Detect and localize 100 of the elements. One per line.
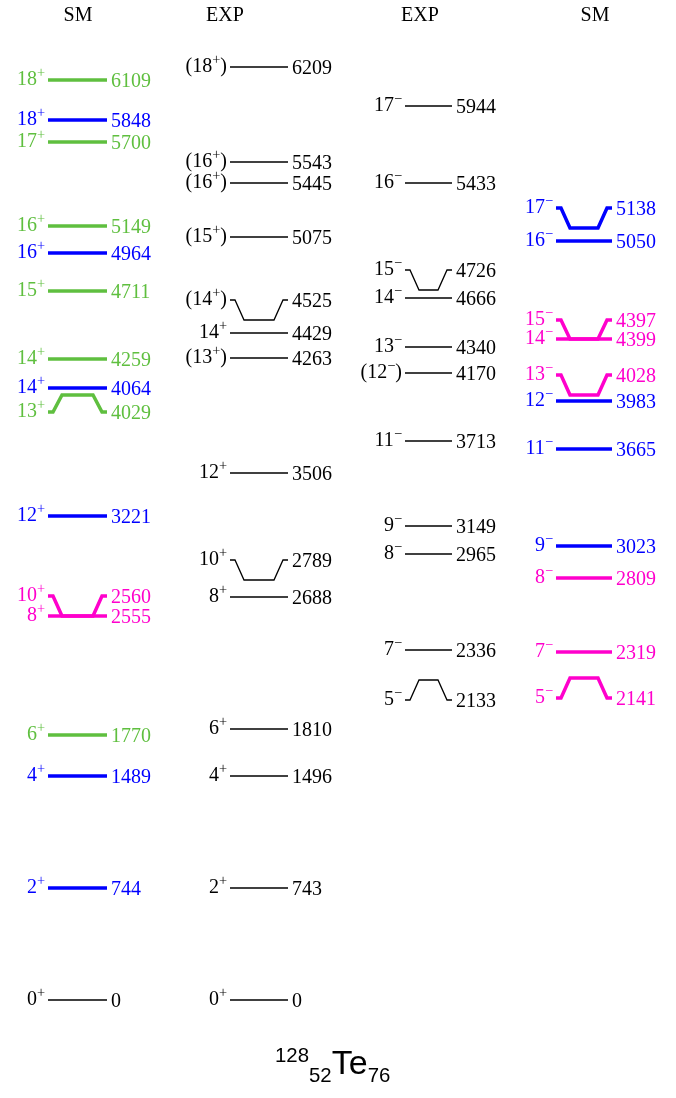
column-header: EXP [206,2,244,26]
spin-parity-label: 18$^{+}$ [16,66,45,90]
spin-parity-label: 15$^{−}$ [373,256,402,280]
spin-parity-label: 13$^{−}$ [524,361,553,385]
energy-label: 5944 [456,94,496,118]
spin-parity-label: 14$^{+}$ [16,345,45,369]
spin-parity-label: 10$^{+}$ [198,546,227,570]
energy-label: 4525 [292,288,332,312]
spin-parity-label: 2$^{+}$ [26,874,45,898]
spin-parity-label: 5$^{−}$ [383,686,402,710]
energy-label: 6109 [111,68,151,92]
spin-parity-label: 8$^{−}$ [383,540,402,564]
energy-label: 1810 [292,717,332,741]
spin-parity-label: 11$^{−}$ [374,427,402,451]
energy-label: 4028 [616,363,656,387]
spin-parity-label: 12$^{+}$ [198,459,227,483]
spin-parity-label: 8$^{−}$ [534,564,553,588]
column-header: EXP [401,2,439,26]
energy-label: 5700 [111,130,151,154]
spin-parity-label: 12$^{−}$ [524,387,553,411]
energy-label: 4711 [111,279,151,303]
energy-label: 3983 [616,389,656,413]
energy-label: 1489 [111,764,151,788]
energy-label: 4429 [292,321,332,345]
energy-label: 4726 [456,258,496,282]
energy-label: 3665 [616,437,656,461]
energy-label: 4964 [111,241,151,265]
energy-label: 1496 [292,764,332,788]
energy-label: 743 [292,876,322,900]
spin-parity-label: 16$^{+}$ [16,239,45,263]
spin-parity-label: 9$^{−}$ [534,532,553,556]
spin-parity-label: 2$^{+}$ [208,874,227,898]
energy-label: 4666 [456,286,496,310]
spin-parity-label: 18$^{+}$ [16,106,45,130]
energy-label: 4259 [111,347,151,371]
spin-parity-label: 7$^{−}$ [534,638,553,662]
spin-parity-label: (14$^{+}$) [185,286,227,310]
spin-parity-label: 8$^{+}$ [208,583,227,607]
spin-parity-label: 0$^{+}$ [208,986,227,1010]
spin-parity-label: 6$^{+}$ [208,715,227,739]
spin-parity-label: 17$^{+}$ [16,128,45,152]
spin-parity-label: 14$^{−}$ [373,284,402,308]
spin-parity-label: 17$^{−}$ [373,92,402,116]
energy-label: 4029 [111,400,151,424]
spin-parity-label: 13$^{+}$ [16,398,45,422]
spin-parity-label: 16$^{−}$ [524,227,553,251]
spin-parity-label: 10$^{+}$ [16,582,45,605]
spin-parity-label: (18$^{+}$) [185,53,227,77]
column-header: SM [580,2,610,26]
energy-label: 4170 [456,361,496,385]
spin-parity-label: 8$^{+}$ [26,602,45,626]
energy-label: 2319 [616,640,656,664]
energy-label: 3023 [616,534,656,558]
energy-label: 3221 [111,504,151,528]
spin-parity-label: 16$^{+}$ [16,212,45,236]
spin-parity-label: 0$^{+}$ [26,986,45,1010]
spin-parity-label: 12$^{+}$ [16,502,45,526]
energy-label: 3713 [456,429,496,453]
energy-label: 2336 [456,638,496,662]
spin-parity-label: 14$^{+}$ [198,319,227,343]
spin-parity-label: (13$^{+}$) [185,344,227,368]
energy-label: 2688 [292,585,332,609]
spin-parity-label: 15$^{+}$ [16,277,45,301]
spin-parity-label: 11$^{−}$ [525,435,553,459]
spin-parity-label: 16$^{−}$ [373,169,402,193]
spin-parity-label: (15$^{+}$) [185,223,227,247]
energy-label: 5138 [616,196,656,220]
energy-label: 2809 [616,566,656,590]
spin-parity-label: 7$^{−}$ [383,636,402,660]
column-header: SM [63,2,93,26]
energy-label: 5050 [616,229,656,253]
spin-parity-label: 4$^{+}$ [26,762,45,786]
spin-parity-label: 13$^{−}$ [373,333,402,357]
energy-label: 6209 [292,55,332,79]
energy-label: 0 [292,988,302,1012]
energy-label: 2141 [616,686,656,710]
energy-label: 4064 [111,376,151,400]
energy-label: 1770 [111,723,151,747]
energy-label: 5543 [292,150,332,174]
energy-label: 2965 [456,542,496,566]
energy-label: 4263 [292,346,332,370]
energy-label: 5445 [292,171,332,195]
energy-label: 0 [111,988,121,1012]
energy-label: 5433 [456,171,496,195]
spin-parity-label: (12$^{−}$) [360,359,402,383]
spin-parity-label: (16$^{+}$) [185,148,227,172]
energy-label: 744 [111,876,141,900]
energy-label: 3506 [292,461,332,485]
spin-parity-label: 5$^{−}$ [534,684,553,708]
energy-label: 2789 [292,548,332,572]
energy-label: 5075 [292,225,332,249]
energy-label: 2133 [456,688,496,712]
energy-label: 5848 [111,108,151,132]
spin-parity-label: 4$^{+}$ [208,762,227,786]
energy-label: 4340 [456,335,496,359]
spin-parity-label: 6$^{+}$ [26,721,45,745]
energy-label: 3149 [456,514,496,538]
spin-parity-label: 14$^{+}$ [16,374,45,398]
spin-parity-label: 9$^{−}$ [383,512,402,536]
energy-label: 5149 [111,214,151,238]
